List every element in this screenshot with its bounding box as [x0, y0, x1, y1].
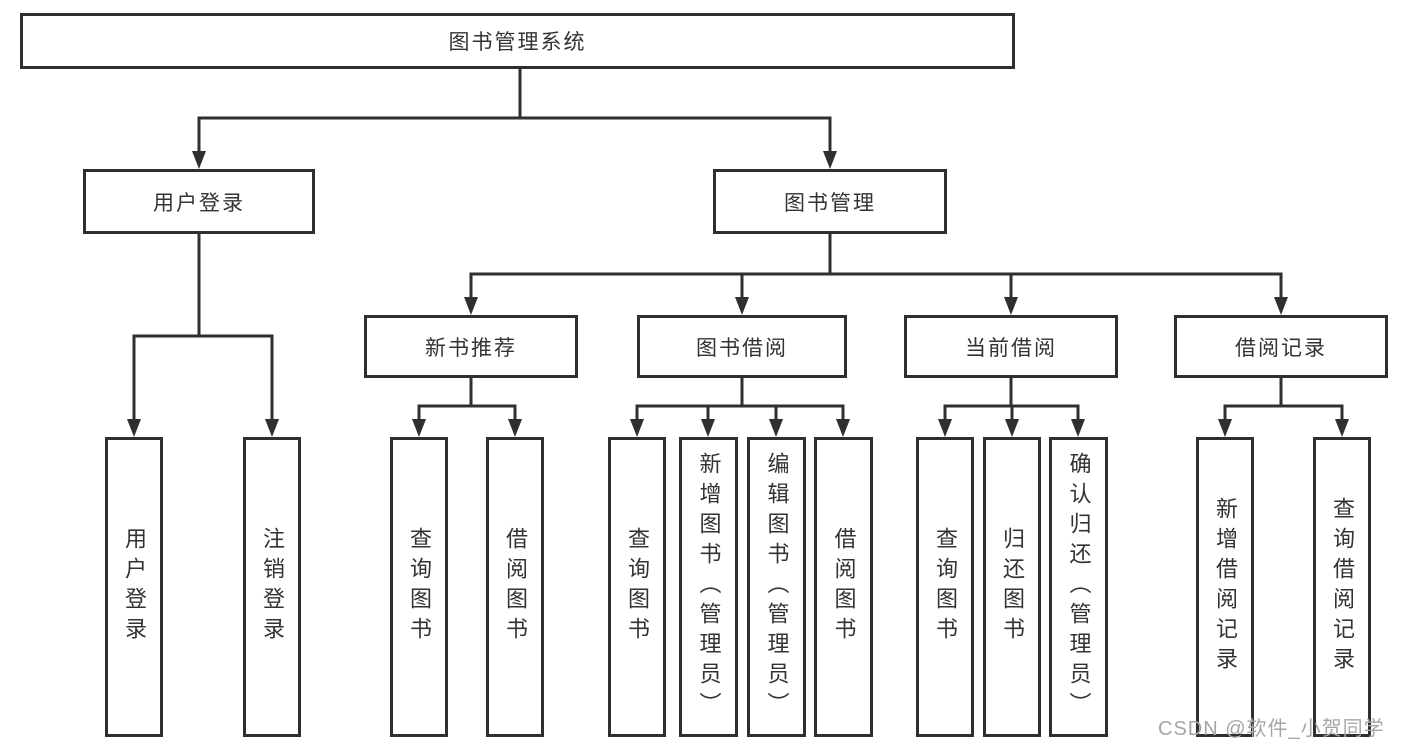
leaf-recommend-query-books: 查询图书 — [390, 437, 448, 737]
leaf-current-query-books-label: 查询图书 — [933, 527, 958, 647]
connector-new-book-recommend-to-leaves — [412, 378, 522, 437]
node-new-book-recommend: 新书推荐 — [364, 315, 578, 378]
node-user-login-label: 用户登录 — [153, 191, 245, 215]
leaf-add-books-admin: 新增图书（管理员） — [679, 437, 738, 737]
leaf-confirm-return-admin-label: 确认归还（管理员） — [1066, 452, 1092, 722]
connector-borrow-records-to-leaves — [1218, 378, 1349, 437]
leaf-user-login: 用户登录 — [105, 437, 163, 737]
node-user-login: 用户登录 — [83, 169, 315, 234]
node-book-borrow-label: 图书借阅 — [696, 336, 788, 360]
connector-current-borrow-to-leaves — [938, 378, 1085, 437]
leaf-recommend-borrow-books-label: 借阅图书 — [503, 527, 528, 647]
leaf-user-login-label: 用户登录 — [122, 527, 147, 647]
leaf-add-books-admin-label: 新增图书（管理员） — [696, 452, 722, 722]
node-borrow-records: 借阅记录 — [1174, 315, 1388, 378]
node-book-management: 图书管理 — [713, 169, 947, 234]
node-current-borrow: 当前借阅 — [904, 315, 1118, 378]
leaf-borrow-books: 借阅图书 — [814, 437, 873, 737]
leaf-confirm-return-admin: 确认归还（管理员） — [1049, 437, 1108, 737]
connector-book-management-to-level3 — [464, 234, 1288, 315]
leaf-return-books: 归还图书 — [983, 437, 1041, 737]
leaf-logout: 注销登录 — [243, 437, 301, 737]
node-borrow-records-label: 借阅记录 — [1235, 336, 1327, 360]
leaf-edit-books-admin: 编辑图书（管理员） — [747, 437, 806, 737]
leaf-borrow-query-books: 查询图书 — [608, 437, 666, 737]
node-current-borrow-label: 当前借阅 — [965, 336, 1057, 360]
leaf-recommend-query-books-label: 查询图书 — [407, 527, 432, 647]
node-book-system-label: 图书管理系统 — [448, 31, 587, 54]
connector-root-to-level2 — [192, 69, 837, 169]
leaf-edit-books-admin-label: 编辑图书（管理员） — [764, 452, 790, 722]
connector-book-borrow-to-leaves — [630, 378, 850, 437]
leaf-query-borrow-record: 查询借阅记录 — [1313, 437, 1371, 737]
leaf-return-books-label: 归还图书 — [1000, 527, 1025, 647]
node-book-borrow: 图书借阅 — [637, 315, 847, 378]
connector-user-login-to-leaves — [127, 234, 279, 437]
node-new-book-recommend-label: 新书推荐 — [425, 336, 517, 360]
leaf-add-borrow-record-label: 新增借阅记录 — [1213, 497, 1238, 677]
leaf-logout-label: 注销登录 — [260, 527, 285, 647]
node-book-system: 图书管理系统 — [20, 13, 1015, 69]
node-book-management-label: 图书管理 — [784, 191, 876, 215]
leaf-current-query-books: 查询图书 — [916, 437, 974, 737]
leaf-add-borrow-record: 新增借阅记录 — [1196, 437, 1254, 737]
leaf-recommend-borrow-books: 借阅图书 — [486, 437, 544, 737]
leaf-query-borrow-record-label: 查询借阅记录 — [1330, 497, 1355, 677]
watermark-csdn: CSDN @软件_小贺同学 — [1158, 718, 1385, 740]
leaf-borrow-books-label: 借阅图书 — [831, 527, 857, 647]
leaf-borrow-query-books-label: 查询图书 — [625, 527, 650, 647]
